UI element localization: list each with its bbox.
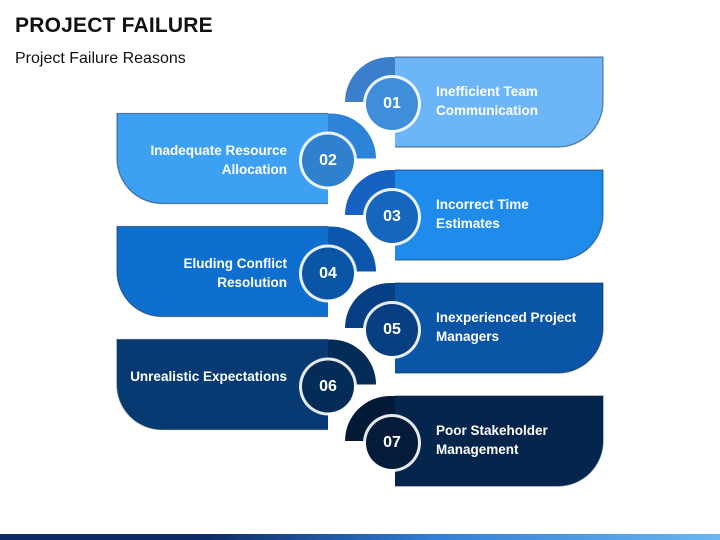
diagram-item-02 xyxy=(116,112,376,205)
item-body-shape xyxy=(395,396,603,486)
diagram-item-06 xyxy=(116,338,376,431)
page-title: PROJECT FAILURE xyxy=(15,14,213,37)
number-circle xyxy=(302,247,354,300)
item-label: Poor Stakeholder Management xyxy=(436,423,548,457)
item-number: 01 xyxy=(383,95,401,112)
number-circle xyxy=(366,417,418,469)
item-body-outline xyxy=(395,395,604,487)
item-body-outline xyxy=(116,225,328,318)
item-label: Incorrect Time Estimates xyxy=(436,197,529,231)
item-body-shape xyxy=(117,339,328,430)
item-label: Inexperienced Project Managers xyxy=(436,310,577,344)
item-body-shape xyxy=(117,226,328,317)
item-number: 07 xyxy=(383,434,401,451)
item-body-outline xyxy=(116,338,328,431)
diagram-item-04 xyxy=(116,225,376,318)
diagram-item-07 xyxy=(345,395,604,487)
item-label: Eluding Conflict Resolution xyxy=(183,255,288,290)
item-body-outline xyxy=(395,169,604,261)
item-body-shape xyxy=(395,170,603,260)
item-number: 06 xyxy=(319,377,337,395)
number-circle xyxy=(302,134,354,187)
item-label: Inefficient Team Communication xyxy=(436,84,539,118)
diagram-item-03 xyxy=(345,169,604,261)
diagram-item-05 xyxy=(345,282,604,374)
diagram-item-01 xyxy=(345,56,604,148)
item-body-outline xyxy=(116,112,328,205)
number-circle xyxy=(366,304,418,356)
item-number: 02 xyxy=(319,151,337,169)
item-body-outline xyxy=(395,282,604,374)
item-label: Unrealistic Expectations xyxy=(130,368,287,384)
item-body-outline xyxy=(395,56,604,148)
item-number: 03 xyxy=(383,208,401,225)
page-subtitle: Project Failure Reasons xyxy=(15,50,186,67)
item-label: Inadequate Resource Allocation xyxy=(150,142,287,177)
number-circle xyxy=(302,360,354,413)
item-body-shape xyxy=(117,113,328,204)
number-circle xyxy=(366,78,418,130)
number-circle xyxy=(366,191,418,243)
item-number: 04 xyxy=(319,264,337,282)
item-number: 05 xyxy=(383,321,401,338)
item-body-shape xyxy=(395,57,603,147)
footer-bar xyxy=(0,534,720,540)
item-body-shape xyxy=(395,283,603,373)
